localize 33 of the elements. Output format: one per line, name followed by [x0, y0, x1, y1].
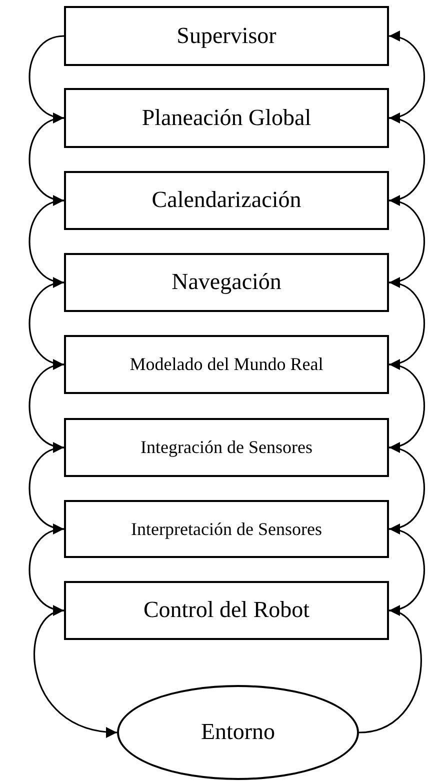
curved-arrow — [388, 444, 425, 530]
curved-arrow — [388, 525, 425, 612]
curved-arrow — [28, 528, 64, 614]
process-box — [64, 6, 389, 66]
curved-arrow — [388, 360, 426, 448]
curved-arrow — [388, 32, 425, 119]
curved-arrow — [388, 196, 425, 284]
process-box — [64, 88, 389, 148]
process-box — [64, 500, 389, 558]
node-label: Integración de Sensores — [140, 437, 314, 458]
curved-arrow — [28, 446, 64, 533]
curved-arrow — [28, 200, 64, 286]
process-box — [64, 253, 389, 312]
process-box — [64, 171, 389, 230]
curved-arrow — [28, 117, 64, 204]
node-label: Supervisor — [176, 22, 278, 50]
node-label: Calendarización — [150, 187, 302, 214]
node-label: Control del Robot — [142, 597, 311, 624]
curved-arrow — [388, 278, 425, 366]
process-box — [64, 335, 389, 394]
process-box — [64, 581, 389, 640]
node-label: Navegación — [170, 269, 282, 296]
curved-arrow — [34, 610, 118, 737]
curved-arrow — [388, 114, 425, 202]
curved-arrow — [28, 35, 64, 122]
node-label: Interpretación de Sensores — [130, 518, 323, 540]
node-label: Entorno — [200, 719, 276, 746]
curved-arrow — [28, 282, 64, 368]
curved-arrow — [28, 364, 64, 452]
node-label: Modelado del Mundo Real — [128, 354, 324, 375]
process-box — [64, 418, 389, 477]
curved-arrow — [358, 608, 422, 734]
node-label: Planeación Global — [140, 104, 312, 132]
